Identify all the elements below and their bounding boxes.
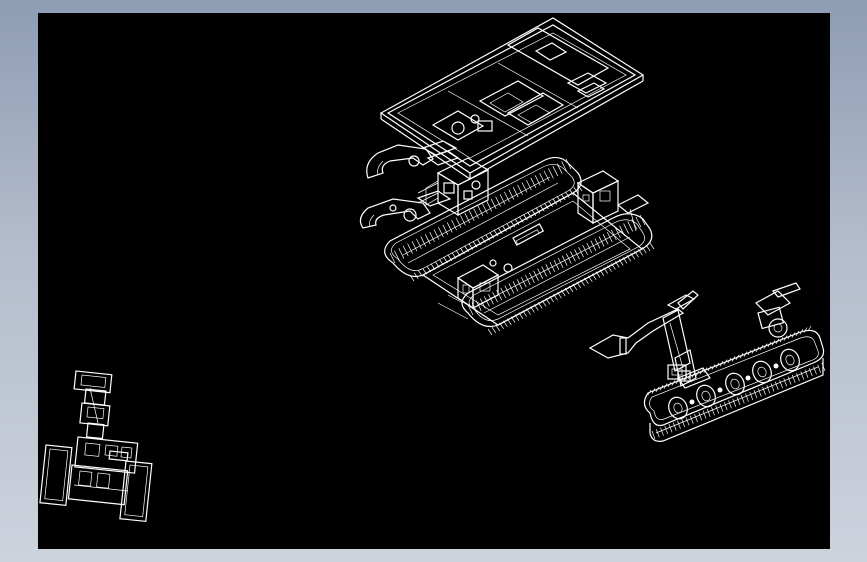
top-cover-plate: [379, 17, 645, 180]
exploded-assembly-view: [359, 17, 655, 336]
arm-mount-block: [417, 157, 490, 217]
road-wheels: [668, 348, 800, 420]
cad-drawing: [39, 17, 826, 523]
track-assembly: [384, 156, 655, 336]
cad-drawing-canvas[interactable]: [38, 13, 830, 549]
gripper-claw-lower: [359, 190, 452, 229]
gripper-claw-upper: [366, 140, 460, 179]
side-view: [588, 282, 826, 442]
front-view: [39, 370, 153, 523]
